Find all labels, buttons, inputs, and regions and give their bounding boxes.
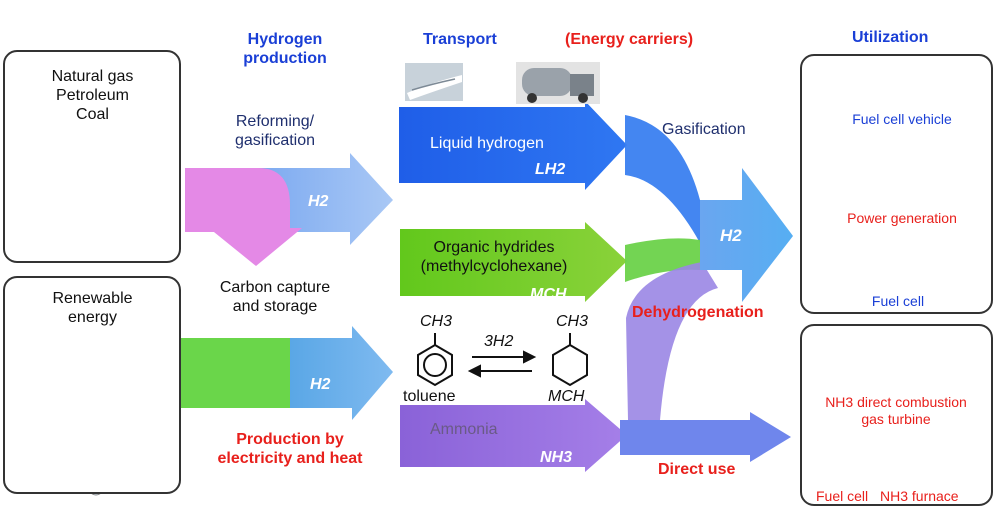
tanker-truck-image (516, 62, 600, 104)
ch3-left-label: CH3 (420, 313, 453, 330)
h2-final-label: H2 (720, 226, 742, 245)
reagent-label: 3H2 (484, 333, 514, 350)
direct-use-arrow (620, 412, 791, 462)
nh3-name: Ammonia (430, 421, 498, 438)
h2-lower-arrow (290, 326, 393, 420)
power-generation-label: Power generation (847, 210, 957, 226)
mch-structure (552, 333, 588, 387)
mch-arrow (400, 222, 627, 302)
fuel-cell-2-label: Fuel cell (816, 488, 869, 504)
fuel-cell-label: Fuel cell (871, 293, 925, 309)
nh3-arrow (400, 399, 627, 472)
mch-stream (625, 238, 700, 282)
renewable-source-box (3, 276, 181, 494)
electricity-text: Production by electricity and heat (217, 431, 363, 468)
mch-abbr: MCH (530, 286, 567, 303)
mch-structure-label: MCH (548, 388, 585, 405)
utilization-box-bottom (800, 324, 993, 506)
header-hydrogen-production: Hydrogen production (243, 31, 327, 68)
lh2-abbr: LH2 (535, 161, 566, 178)
h2-upper-label: H2 (308, 193, 329, 210)
nh3-turbine-label: NH3 direct combustion gas turbine (825, 394, 967, 427)
ccs-text: Carbon capture and storage (219, 279, 331, 316)
fuel-cell-vehicle-label: Fuel cell vehicle (852, 111, 952, 127)
header-energy-carriers: (Energy carriers) (565, 31, 694, 48)
utilization-box-top (800, 54, 993, 314)
electricity-green-arrow (180, 338, 300, 408)
nh3-abbr: NH3 (540, 449, 573, 466)
ship-image (405, 63, 463, 101)
toluene-label: toluene (403, 388, 456, 405)
fossil-sources-text: Natural gas Petroleum Coal (51, 68, 134, 124)
ch3-right-label: CH3 (556, 313, 589, 330)
fossil-source-box (3, 50, 181, 263)
h2-final-arrow (700, 168, 793, 302)
direct-use-label: Direct use (658, 461, 736, 478)
toluene-structure (417, 333, 453, 387)
h2-lower-label: H2 (310, 376, 331, 393)
nh3-furnace-label: NH3 furnace (880, 488, 959, 504)
nh3-stream (626, 262, 718, 420)
gasification-label: Gasification (662, 121, 746, 138)
lh2-arrow (399, 101, 627, 190)
renewable-sources-text: Renewable energy (52, 290, 133, 327)
reforming-text: Reforming/ gasification (234, 113, 316, 150)
header-utilization: Utilization (852, 29, 929, 46)
dehydrogenation-label: Dehydrogenation (632, 304, 764, 321)
equilibrium-arrows (467, 350, 537, 378)
header-transport: Transport (423, 31, 497, 48)
lh2-name: Liquid hydrogen (430, 135, 544, 152)
mch-name: Organic hydrides (methylcyclohexane) (420, 239, 568, 276)
reforming-arrow (185, 168, 302, 266)
